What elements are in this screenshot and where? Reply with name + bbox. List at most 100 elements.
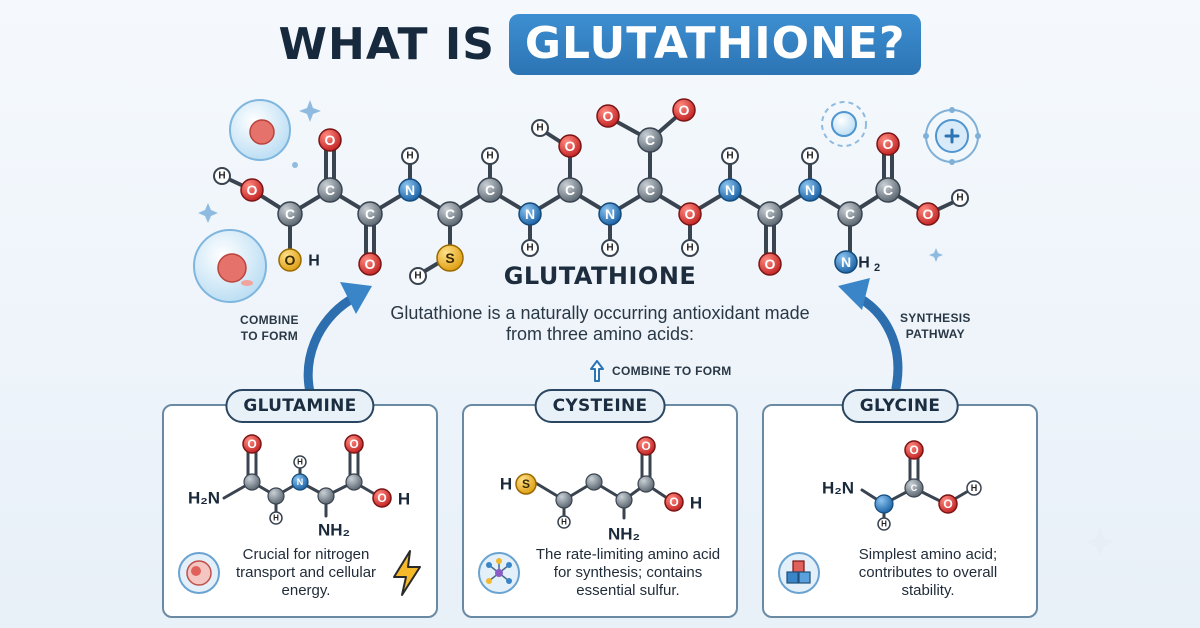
svg-text:C: C xyxy=(645,182,655,198)
card-footer: Simplest amino acid; contributes to over… xyxy=(776,540,1024,606)
svg-text:O: O xyxy=(685,206,696,222)
right-label-line2: PATHWAY xyxy=(905,327,965,341)
atom-nitrogen: N xyxy=(598,202,622,226)
card-cysteine: CYSTEINE H S H NH₂ O O H xyxy=(462,389,738,618)
cubes-icon xyxy=(778,552,820,594)
svg-text:H: H xyxy=(218,171,225,182)
svg-text:N: N xyxy=(725,182,735,198)
card-description: Crucial for nitrogen transport and cellu… xyxy=(235,546,377,599)
glutamine-structure: H₂N O H N H NH₂ O O H xyxy=(188,434,410,540)
right-side-label: SYNTHESIS PATHWAY xyxy=(900,310,971,342)
svg-text:C: C xyxy=(565,182,575,198)
svg-text:H: H xyxy=(500,475,512,494)
svg-text:H: H xyxy=(308,253,320,270)
cell-icon xyxy=(178,552,220,594)
page-title: WHAT IS GLUTATHIONE? xyxy=(0,14,1200,75)
left-label-line2: TO FORM xyxy=(240,329,298,343)
svg-text:O: O xyxy=(883,136,894,152)
atom-carbon: C xyxy=(557,177,583,203)
card-glycine: GLYCINE H₂N H O C O H Simplest amino aci… xyxy=(762,389,1038,618)
svg-text:H: H xyxy=(956,193,963,204)
atom-oxygen: O xyxy=(318,128,342,152)
cell-icon xyxy=(193,229,267,303)
svg-text:O: O xyxy=(325,132,336,148)
svg-text:O: O xyxy=(909,443,918,457)
orbit-icon xyxy=(821,101,867,147)
atom-hydrogen: H xyxy=(601,239,619,257)
svg-text:H: H xyxy=(881,520,887,529)
svg-text:O: O xyxy=(349,437,358,451)
svg-text:2: 2 xyxy=(874,262,880,274)
sparkle-icon xyxy=(198,100,1114,556)
card-title: CYSTEINE xyxy=(534,389,666,423)
left-label-line1: COMBINE xyxy=(240,313,299,327)
atom-oxygen: O xyxy=(916,202,940,226)
svg-text:C: C xyxy=(445,206,455,222)
title-what-is: WHAT IS xyxy=(278,19,495,70)
atom-nitrogen: N xyxy=(398,178,422,202)
svg-text:H: H xyxy=(398,490,410,509)
atom-hydrogen: H xyxy=(481,147,499,165)
combine-to-form-text: COMBINE TO FORM xyxy=(612,364,732,378)
svg-text:N: N xyxy=(297,477,304,487)
card-footer: The rate-limiting amino acid for synthes… xyxy=(476,540,724,606)
svg-text:H: H xyxy=(686,243,693,254)
svg-text:H: H xyxy=(526,243,533,254)
atom-hydrogen: H xyxy=(721,147,739,165)
svg-text:NH₂: NH₂ xyxy=(318,521,350,540)
svg-text:H₂N: H₂N xyxy=(188,489,220,508)
svg-text:S: S xyxy=(522,477,530,491)
atom-oxygen: O xyxy=(558,134,582,158)
svg-text:O: O xyxy=(679,102,690,118)
svg-text:O: O xyxy=(365,256,376,272)
arrow-up-icon xyxy=(590,360,604,382)
card-description: Simplest amino acid; contributes to over… xyxy=(858,546,998,599)
svg-text:O: O xyxy=(377,491,386,505)
atom-carbon: C xyxy=(875,177,901,203)
card-title: GLUTAMINE xyxy=(225,389,375,423)
card-description: The rate-limiting amino acid for synthes… xyxy=(535,546,721,599)
svg-text:C: C xyxy=(645,132,655,148)
atom-carbon: C xyxy=(637,127,663,153)
svg-text:N: N xyxy=(805,182,815,198)
svg-text:H: H xyxy=(606,243,613,254)
atom-carbon: C xyxy=(477,177,503,203)
cell-icon xyxy=(229,99,291,161)
atom-nitrogen: N xyxy=(718,178,742,202)
svg-text:H: H xyxy=(806,151,813,162)
svg-text:N: N xyxy=(405,182,415,198)
atom-sulfur: S xyxy=(436,244,464,272)
arrow-left xyxy=(303,282,372,405)
svg-text:O: O xyxy=(565,138,576,154)
atom-oxygen: O xyxy=(678,202,702,226)
atom-hydrogen: H xyxy=(521,239,539,257)
svg-text:H: H xyxy=(726,151,733,162)
svg-text:H₂N: H₂N xyxy=(822,479,854,498)
atom-nitrogen: N xyxy=(798,178,822,202)
svg-text:O: O xyxy=(247,182,258,198)
combine-to-form-label: COMBINE TO FORM xyxy=(590,360,732,382)
atom-hydrogen: H xyxy=(531,119,549,137)
atom-hydrogen: H xyxy=(409,267,427,285)
center-description: Glutathione is a naturally occurring ant… xyxy=(390,303,810,344)
svg-text:H: H xyxy=(414,271,421,282)
svg-text:O: O xyxy=(247,437,256,451)
atom-nitrogen: N xyxy=(518,202,542,226)
lightning-icon xyxy=(393,550,421,596)
atom-carbon: C xyxy=(357,201,383,227)
card-glutamine: GLUTAMINE H₂N O H N H NH₂ O O xyxy=(162,389,438,618)
atom-hydrogen: H xyxy=(801,147,819,165)
right-label-line1: SYNTHESIS xyxy=(900,311,971,325)
svg-text:H: H xyxy=(297,458,303,467)
cross-target-icon xyxy=(923,107,981,165)
svg-text:H: H xyxy=(971,483,978,493)
svg-text:H: H xyxy=(486,151,493,162)
atom-carbon: C xyxy=(317,177,343,203)
atom-hydrogen: H xyxy=(213,167,231,185)
svg-text:C: C xyxy=(845,206,855,222)
svg-text:H: H xyxy=(858,255,870,272)
atom-carbon: C xyxy=(277,201,303,227)
atom-hydrogen: H xyxy=(951,189,969,207)
svg-text:O: O xyxy=(285,252,296,268)
